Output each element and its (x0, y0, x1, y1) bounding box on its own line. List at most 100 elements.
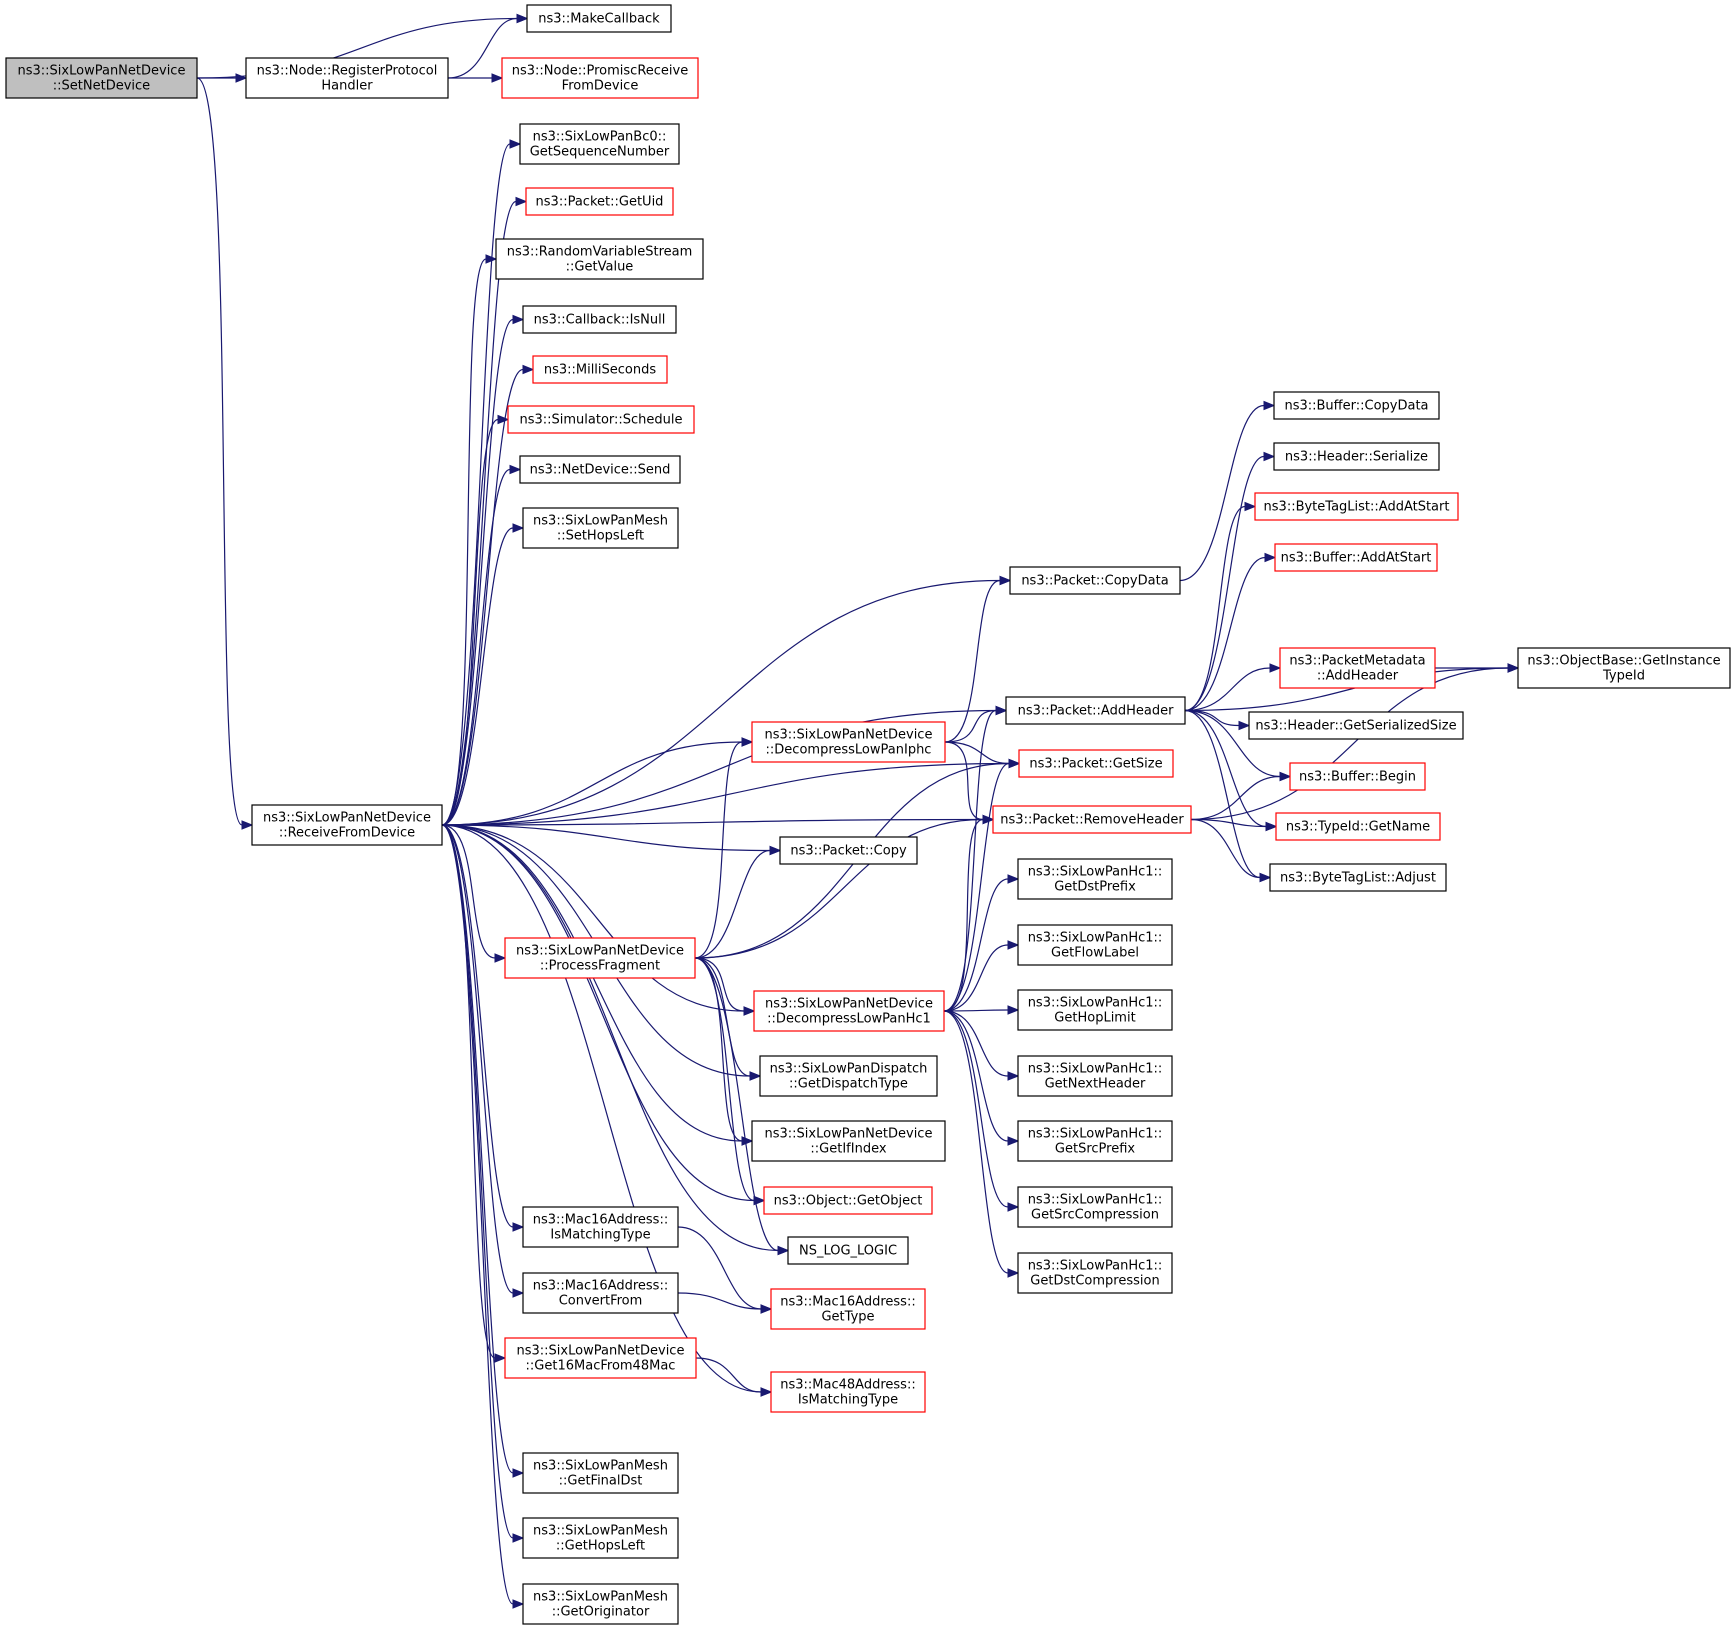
node-hc1hoplimit[interactable]: ns3::SixLowPanHc1::GetHopLimit (1017, 989, 1173, 1031)
node-box[interactable] (770, 1371, 926, 1413)
node-box[interactable] (522, 1272, 679, 1314)
node-box[interactable] (1018, 749, 1174, 778)
node-box[interactable] (1274, 543, 1438, 572)
node-box[interactable] (1017, 1186, 1173, 1228)
node-box[interactable] (1009, 566, 1181, 595)
node-box[interactable] (495, 238, 704, 280)
node-box[interactable] (507, 405, 695, 434)
node-box[interactable] (245, 57, 449, 99)
node-box[interactable] (1289, 762, 1426, 791)
node-hc1srccompression[interactable]: ns3::SixLowPanHc1::GetSrcCompression (1017, 1186, 1173, 1228)
node-nsloglogic[interactable]: NS_LOG_LOGIC (787, 1236, 909, 1265)
node-box[interactable] (522, 507, 679, 549)
node-mac16ismatching[interactable]: ns3::Mac16Address::IsMatchingType (522, 1206, 679, 1248)
node-getdispatchtype[interactable]: ns3::SixLowPanDispatch::GetDispatchType (759, 1055, 938, 1097)
node-mac16convertfrom[interactable]: ns3::Mac16Address::ConvertFrom (522, 1272, 679, 1314)
node-box[interactable] (522, 1206, 679, 1248)
node-box[interactable] (522, 1517, 679, 1559)
node-box[interactable] (5, 57, 198, 99)
node-getserializedsize[interactable]: ns3::Header::GetSerializedSize (1248, 711, 1464, 740)
node-box[interactable] (1017, 858, 1173, 900)
node-root[interactable]: ns3::SixLowPanNetDevice::SetNetDevice (5, 57, 198, 99)
node-box[interactable] (992, 805, 1192, 834)
node-addheader[interactable]: ns3::Packet::AddHeader (1005, 696, 1186, 725)
node-box[interactable] (251, 804, 443, 846)
node-box[interactable] (1017, 1120, 1173, 1162)
node-getsize[interactable]: ns3::Packet::GetSize (1018, 749, 1174, 778)
node-box[interactable] (770, 1288, 926, 1330)
node-box[interactable] (1279, 647, 1436, 689)
node-box[interactable] (1017, 924, 1173, 966)
node-getifindex[interactable]: ns3::SixLowPanNetDevice::GetIfIndex (751, 1120, 946, 1162)
node-box[interactable] (501, 57, 699, 99)
node-box[interactable] (1254, 492, 1459, 521)
node-getuid[interactable]: ns3::Packet::GetUid (525, 187, 674, 216)
node-box[interactable] (1017, 1252, 1173, 1294)
node-hc1nextheader[interactable]: ns3::SixLowPanHc1::GetNextHeader (1017, 1055, 1173, 1097)
node-box[interactable] (1248, 711, 1464, 740)
node-box[interactable] (1005, 696, 1186, 725)
node-mac48ismatching[interactable]: ns3::Mac48Address::IsMatchingType (770, 1371, 926, 1413)
node-bufferbegin[interactable]: ns3::Buffer::Begin (1289, 762, 1426, 791)
node-mac16gettype[interactable]: ns3::Mac16Address::GetType (770, 1288, 926, 1330)
node-packetcopydata[interactable]: ns3::Packet::CopyData (1009, 566, 1181, 595)
node-bc0seq[interactable]: ns3::SixLowPanBc0::GetSequenceNumber (519, 123, 680, 165)
node-box[interactable] (787, 1236, 909, 1265)
node-box[interactable] (519, 123, 680, 165)
node-box[interactable] (1517, 647, 1731, 689)
node-typeidgetname[interactable]: ns3::TypeId::GetName (1275, 812, 1441, 841)
node-box[interactable] (1273, 391, 1440, 420)
node-bytetagaddatstart[interactable]: ns3::ByteTagList::AddAtStart (1254, 492, 1459, 521)
node-netdevsend[interactable]: ns3::NetDevice::Send (519, 455, 681, 484)
node-headerserialize[interactable]: ns3::Header::Serialize (1273, 442, 1440, 471)
node-bytetagadjust[interactable]: ns3::ByteTagList::Adjust (1269, 863, 1447, 892)
node-box[interactable] (759, 1055, 938, 1097)
node-packetcopy[interactable]: ns3::Packet::Copy (779, 836, 918, 865)
node-box[interactable] (763, 1186, 933, 1215)
node-receivefromdevice[interactable]: ns3::SixLowPanNetDevice::ReceiveFromDevi… (251, 804, 443, 846)
node-box[interactable] (504, 1337, 697, 1379)
node-box[interactable] (532, 355, 668, 384)
node-box[interactable] (1275, 812, 1441, 841)
node-metadataaddheader[interactable]: ns3::PacketMetadata::AddHeader (1279, 647, 1436, 689)
node-hc1flowlabel[interactable]: ns3::SixLowPanHc1::GetFlowLabel (1017, 924, 1173, 966)
node-sethopsleft[interactable]: ns3::SixLowPanMesh::SetHopsLeft (522, 507, 679, 549)
node-box[interactable] (751, 1120, 946, 1162)
node-box[interactable] (1269, 863, 1447, 892)
node-decompresshc1[interactable]: ns3::SixLowPanNetDevice::DecompressLowPa… (753, 990, 945, 1032)
node-gethopsleft[interactable]: ns3::SixLowPanMesh::GetHopsLeft (522, 1517, 679, 1559)
node-hc1srcprefix[interactable]: ns3::SixLowPanHc1::GetSrcPrefix (1017, 1120, 1173, 1162)
node-isnull[interactable]: ns3::Callback::IsNull (522, 305, 677, 334)
node-box[interactable] (519, 455, 681, 484)
node-schedule[interactable]: ns3::Simulator::Schedule (507, 405, 695, 434)
node-getoriginator[interactable]: ns3::SixLowPanMesh::GetOriginator (522, 1583, 679, 1625)
node-box[interactable] (525, 187, 674, 216)
node-bufferaddatstart[interactable]: ns3::Buffer::AddAtStart (1274, 543, 1438, 572)
node-getobject[interactable]: ns3::Object::GetObject (763, 1186, 933, 1215)
node-box[interactable] (522, 305, 677, 334)
node-buffercopydata[interactable]: ns3::Buffer::CopyData (1273, 391, 1440, 420)
node-box[interactable] (1017, 1055, 1173, 1097)
node-milliseconds[interactable]: ns3::MilliSeconds (532, 355, 668, 384)
node-rvsgetvalue[interactable]: ns3::RandomVariableStream::GetValue (495, 238, 704, 280)
node-box[interactable] (522, 1452, 679, 1494)
node-box[interactable] (504, 937, 696, 979)
node-box[interactable] (1273, 442, 1440, 471)
node-box[interactable] (753, 990, 945, 1032)
node-get16macfrom48[interactable]: ns3::SixLowPanNetDevice::Get16MacFrom48M… (504, 1337, 697, 1379)
node-makecallback[interactable]: ns3::MakeCallback (526, 4, 672, 33)
node-processfragment[interactable]: ns3::SixLowPanNetDevice::ProcessFragment (504, 937, 696, 979)
node-box[interactable] (1017, 989, 1173, 1031)
node-box[interactable] (779, 836, 918, 865)
node-box[interactable] (751, 721, 946, 763)
node-box[interactable] (526, 4, 672, 33)
node-getfinaldst[interactable]: ns3::SixLowPanMesh::GetFinalDst (522, 1452, 679, 1494)
node-hc1dstprefix[interactable]: ns3::SixLowPanHc1::GetDstPrefix (1017, 858, 1173, 900)
node-removeheader[interactable]: ns3::Packet::RemoveHeader (992, 805, 1192, 834)
node-decompressiphc[interactable]: ns3::SixLowPanNetDevice::DecompressLowPa… (751, 721, 946, 763)
node-box[interactable] (522, 1583, 679, 1625)
node-hc1dstcompression[interactable]: ns3::SixLowPanHc1::GetDstCompression (1017, 1252, 1173, 1294)
